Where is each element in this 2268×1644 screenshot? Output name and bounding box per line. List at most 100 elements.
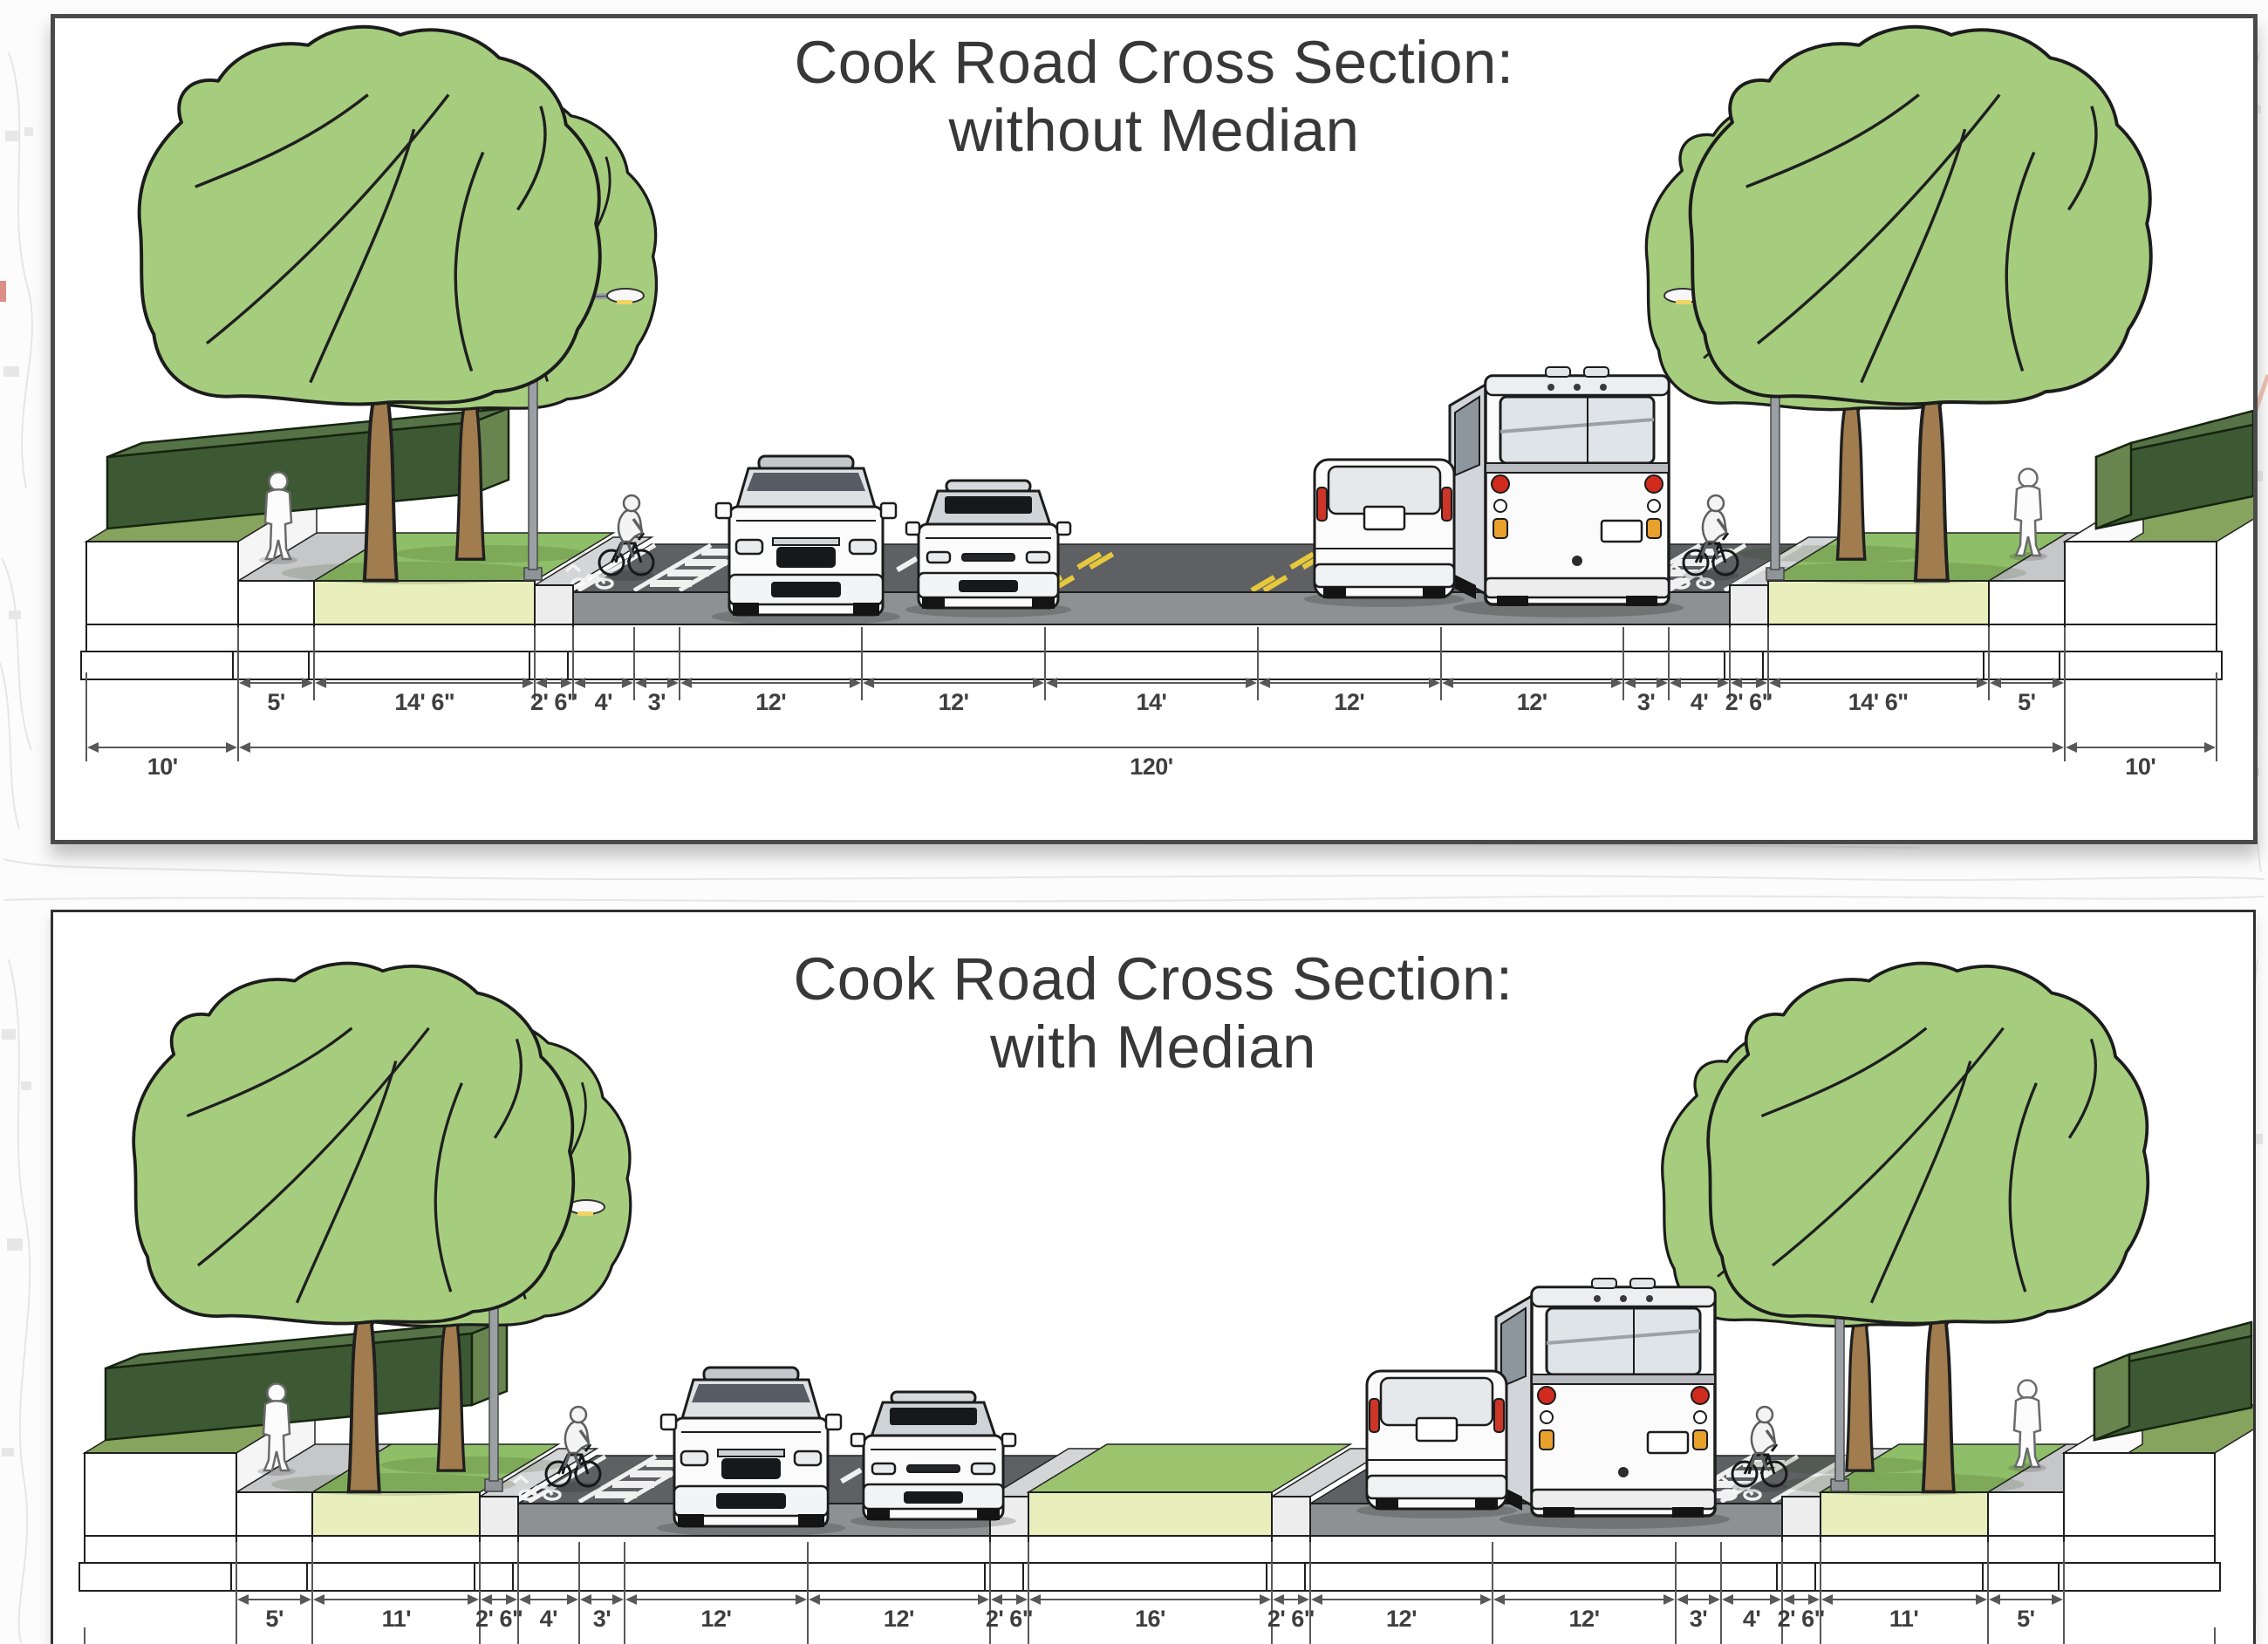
minivan [1355,1369,1519,1520]
dim-arrow-left-icon [1028,1594,1041,1605]
dim-label: 2' 6" [475,1606,523,1632]
dim-arrow-left-icon [87,742,99,753]
dim-segment: 120' [237,672,2064,786]
dim-arrow-left-icon [1821,1594,1833,1605]
dim-tick [1729,627,1732,700]
dim-line [1263,682,1436,684]
panel-title: Cook Road Cross Section: without Median [55,29,2253,165]
dim-label: 14' 6" [1848,689,1909,715]
dim-label: 12' [883,1606,914,1632]
dim-segment: 12' [1492,1542,1676,1644]
dim-label: 3' [647,689,666,715]
dim-segment: 2' 6" [986,1542,1034,1644]
dim-segment: 5' [237,627,314,721]
dim-segment: 12' [861,627,1044,721]
dim-segment: 12' [1308,1542,1493,1644]
dim-segment: 4' [571,627,634,721]
dim-label: 3' [592,1606,611,1632]
dim-tick [311,1542,314,1644]
dim-arrow-left-icon [1676,1594,1688,1605]
dim-line [1498,1599,1670,1600]
dim-segment: 14' 6" [1766,627,1989,721]
dim-segment: 5' [1987,627,2065,721]
dim-segment: 12' [806,1542,991,1644]
dim-line [1033,1599,1267,1600]
dim-tick [1271,1542,1274,1644]
dim-segment: 10' [2063,672,2217,786]
dim-tick [237,672,240,761]
dim-tick [516,1542,519,1644]
dim-arrow-left-icon [1045,678,1057,688]
dim-arrow-left-icon [1782,1594,1794,1605]
dim-label: 4' [594,689,613,715]
dim-label: 5' [267,689,285,715]
dim-tick [2063,1542,2065,1644]
dim-line [1992,1599,2059,1600]
dim-arrow-right-icon [667,678,680,688]
dim-tick [577,1542,580,1644]
suv [710,454,902,627]
dimension-row-inner: 5'14' 6"2' 6"4'3'12'12'14'12'12'3'4'2' 6… [237,627,2066,721]
dim-label: 2' 6" [985,1606,1034,1632]
dim-label: 4' [1742,1606,1761,1632]
dim-label: 120' [1130,754,1173,780]
dim-tick [1819,1542,1821,1644]
dim-tick [1987,627,1990,700]
dim-arrow-right-icon [2051,1594,2063,1605]
dim-label: 2' 6" [529,689,578,715]
dim-line [523,1599,574,1600]
dim-arrow-left-icon [1989,678,2001,688]
dim-tick [1027,1542,1029,1644]
dim-arrow-left-icon [1731,678,1743,688]
dim-line [1445,682,1618,684]
dim-label: 11' [1889,1606,1919,1632]
dim-segment: 5' [1986,1542,2064,1644]
panel-without-median: Cook Road Cross Section: without Median [51,14,2258,844]
dim-arrow-right-icon [1610,678,1622,688]
dim-tick [237,627,239,700]
dim-segment: 3' [1674,1542,1721,1644]
tree-shadows [282,545,2026,584]
dimension-row-outer: 10' 120' 10' [85,672,2217,786]
dim-line [1735,682,1763,684]
dim-line [318,1599,475,1600]
dim-line [1674,682,1725,684]
verge-cut-face [1767,580,1990,625]
panel-with-median: Cook Road Cross Section: with Median [51,910,2256,1644]
title-line1: Cook Road Cross Section: [793,945,1513,1013]
dim-tick [1308,1542,1311,1644]
dim-label: 10' [147,754,178,780]
dim-segment: 3' [577,1542,625,1644]
dim-arrow-right-icon [1718,678,1730,688]
dim-arrow-right-icon [1976,678,1988,688]
dim-line [1680,1599,1717,1600]
dim-line [1628,682,1664,684]
dim-arrow-left-icon [863,678,875,688]
dim-label: 11' [381,1606,412,1632]
dim-arrow-right-icon [612,1594,625,1605]
dim-segment: 16' [1027,1542,1272,1644]
title-line1: Cook Road Cross Section: [794,29,1514,96]
dim-tick [2216,672,2217,761]
dim-label: 10' [2125,754,2156,780]
dim-line [319,682,530,684]
dim-line [995,1599,1023,1600]
dim-line [1773,682,1984,684]
dim-arrow-right-icon [1657,678,1669,688]
dim-arrow-right-icon [2052,742,2064,753]
bus [1448,365,1685,619]
verge-cut-face [313,580,536,625]
title-line2: with Median [990,1013,1316,1081]
dim-line [243,682,310,684]
dim-label: 12' [938,689,969,715]
dimension-row-inner: 5'11'2' 6"4'3'12'12'2' 6"16'2' 6"12'12'3… [236,1542,2065,1644]
dim-label: 14' 6" [394,689,455,715]
dim-arrow-left-icon [536,678,548,688]
dim-segment: 4' [1668,627,1730,721]
dim-segment: 12' [1439,627,1623,721]
hedge-left [106,406,510,530]
dim-line [1315,1599,1488,1600]
suv [655,1366,847,1538]
dim-arrow-left-icon [680,678,693,688]
dim-tick [1439,627,1442,700]
